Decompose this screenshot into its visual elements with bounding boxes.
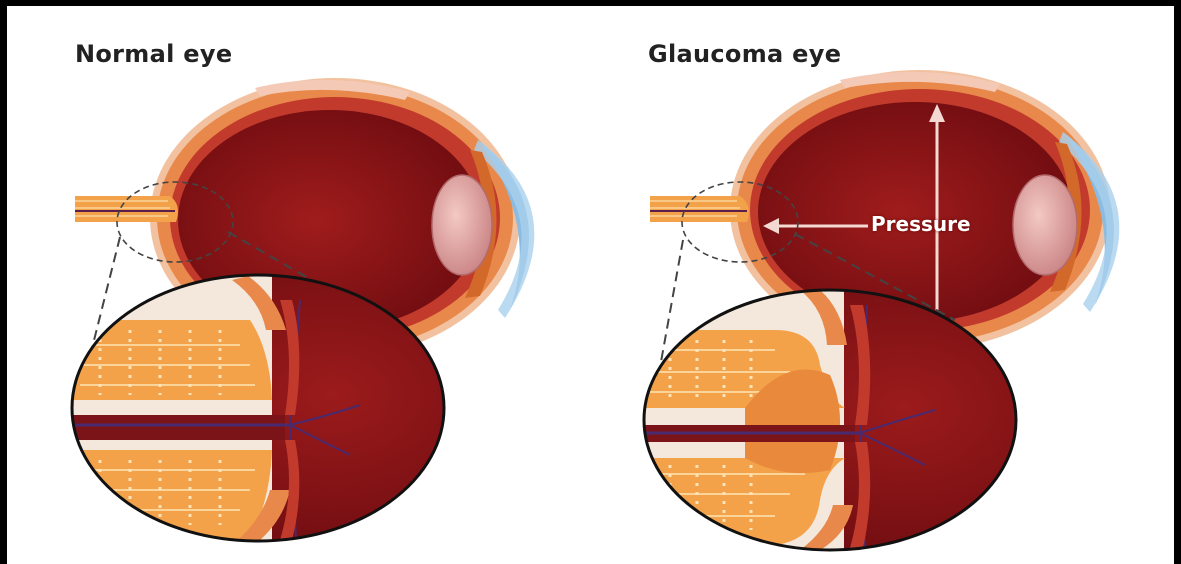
optic-disc-closeup-cupped [644, 285, 1016, 555]
optic-nerve [75, 196, 178, 222]
lens [1013, 175, 1077, 275]
optic-disc-closeup [72, 270, 444, 550]
lens [432, 175, 492, 275]
normal-eye-illustration [0, 0, 575, 564]
glaucoma-eye-illustration [575, 0, 1175, 564]
pressure-label: Pressure [871, 212, 971, 236]
optic-nerve [650, 196, 749, 222]
nerve-fibers-upper [72, 320, 272, 400]
